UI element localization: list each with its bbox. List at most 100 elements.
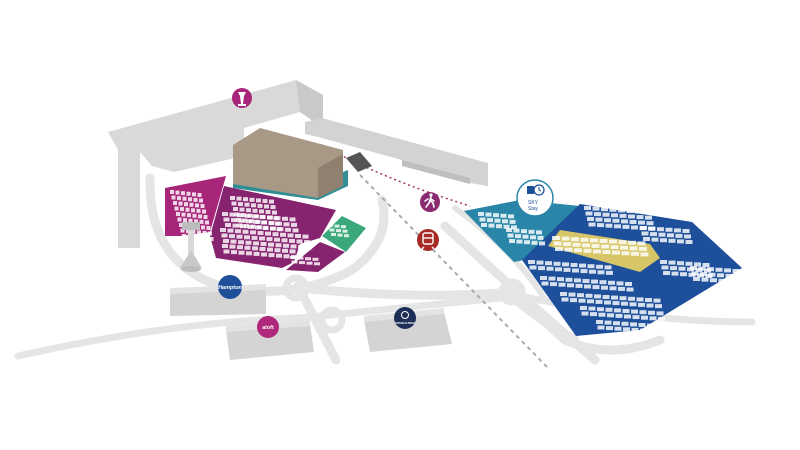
parking-bay (602, 250, 611, 254)
parking-bay (575, 283, 583, 288)
parking-bay (259, 209, 264, 214)
parking-bay (244, 224, 249, 229)
parking-bay (511, 225, 517, 230)
roundabout-left (282, 274, 310, 302)
roundabout-right (498, 278, 526, 306)
parking-bay (615, 313, 623, 318)
zone-purple-small (286, 242, 345, 272)
parking-bay (553, 241, 562, 246)
parking-bay (177, 196, 181, 201)
parking-bay (186, 191, 191, 196)
parking-bay (596, 264, 603, 269)
hampton-logo-badge[interactable]: Hampton (218, 275, 243, 299)
road-right-curve (501, 286, 579, 342)
parking-bay (601, 244, 609, 249)
parking-bay (193, 197, 198, 202)
parking-bay (261, 220, 267, 225)
parking-bay (267, 247, 273, 252)
walkway-badge[interactable] (420, 192, 440, 212)
parking-bay (685, 261, 693, 266)
parking-bay (614, 308, 621, 313)
parking-bay (229, 244, 236, 249)
parking-bay (628, 240, 636, 245)
parking-bay (201, 225, 205, 230)
parking-bay (632, 315, 640, 320)
parking-bay (608, 280, 615, 285)
parking-bay (488, 223, 495, 228)
parking-bay (269, 199, 274, 204)
parking-bay (481, 223, 487, 227)
parking-bay (522, 234, 529, 239)
parking-bay (596, 320, 603, 324)
parking-bay (715, 267, 723, 272)
parking-bay (250, 230, 256, 235)
parking-bay (539, 241, 545, 246)
parking-bay (292, 228, 299, 233)
parking-bay (599, 239, 608, 243)
parking-bay (631, 225, 638, 230)
sky-stay-badge[interactable]: SKY Stay (516, 179, 554, 217)
parking-bay (521, 229, 527, 234)
rail-badge[interactable] (417, 229, 439, 251)
parking-bay (626, 287, 634, 292)
parking-bay (619, 213, 627, 218)
parking-bay (244, 235, 250, 240)
control-tower-badge[interactable] (232, 88, 252, 108)
parking-bay (291, 260, 298, 264)
parking-bay (622, 309, 630, 313)
parking-bay (658, 316, 665, 321)
parking-bay (570, 263, 578, 267)
parking-bay (223, 217, 230, 222)
parking-bay (304, 240, 310, 245)
parking-bay (609, 239, 617, 244)
parking-bay (636, 297, 644, 302)
parking-bay (268, 242, 274, 247)
parking-bay (244, 202, 250, 207)
parking-bay (231, 218, 237, 223)
parking-bay (640, 226, 647, 230)
parking-bay (708, 272, 716, 277)
parking-bay (246, 251, 252, 256)
parking-bay (270, 226, 276, 231)
parking-bay (630, 322, 637, 327)
parking-bay (614, 224, 621, 229)
parking-bay (173, 201, 177, 205)
parking-bay (237, 213, 243, 218)
parking-bay (182, 234, 186, 238)
parking-bay (191, 208, 195, 213)
parking-bay (629, 220, 637, 224)
parking-bay (197, 230, 201, 235)
parking-bay (724, 268, 731, 273)
hotel-hampton (170, 284, 266, 316)
parking-bay (289, 217, 296, 222)
parking-bay (582, 243, 590, 248)
parking-bay (536, 230, 542, 235)
parking-bay (613, 321, 620, 326)
parking-bay (188, 218, 193, 223)
parking-bay (242, 218, 248, 223)
parking-bay (646, 303, 654, 308)
parking-bay (648, 310, 655, 315)
parking-bay (591, 279, 598, 284)
parking-bay (181, 191, 185, 196)
parking-bay (290, 244, 297, 249)
parking-bay (595, 299, 603, 304)
parking-bay (587, 217, 594, 221)
parking-bay (700, 272, 707, 277)
aloft-logo-text: aloft (262, 325, 274, 331)
parking-bay (602, 212, 610, 217)
parking-bay (563, 267, 571, 272)
parking-bay (606, 270, 613, 275)
doubletree-logo-badge[interactable]: DOUBLETREE (394, 307, 416, 329)
parking-bay (274, 216, 281, 221)
parking-bay (570, 298, 577, 303)
parking-bay (506, 228, 512, 232)
parking-bay (277, 227, 284, 232)
parking-bay (611, 295, 618, 300)
parking-bay (717, 273, 724, 278)
parking-bay (183, 218, 187, 223)
aloft-logo-badge[interactable]: aloft (257, 316, 279, 338)
parking-bay (295, 234, 301, 238)
doubletree-logo-text: DOUBLETREE (395, 321, 416, 325)
parking-bay (651, 237, 659, 242)
